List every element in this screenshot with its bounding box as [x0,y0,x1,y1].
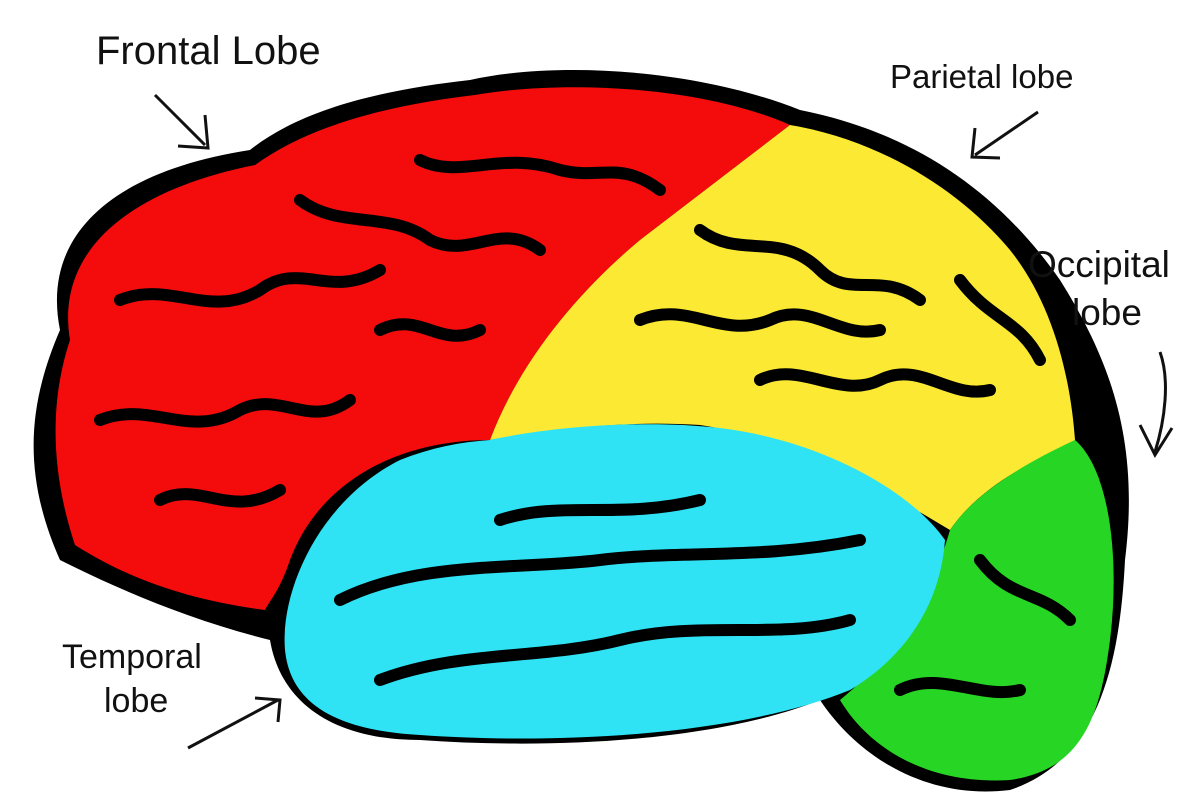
temporal-arrow-icon [187,696,282,750]
arrows [153,93,1174,750]
parietal-lobe [490,125,1075,530]
occipital-lobe-label-line2: lobe [1072,292,1142,333]
frontal-lobe [55,87,790,610]
temporal-lobe-label-line1: Temporal [62,638,202,676]
occipital-lobe-label-line1: Occipital [1028,244,1170,285]
frontal-lobe-label: Frontal Lobe [96,29,321,73]
gyri-lines [94,154,1076,699]
occipital-arrow-icon [1138,351,1174,459]
parietal-lobe-label: Parietal lobe [890,58,1074,95]
occipital-lobe [840,440,1114,781]
temporal-lobe-label-line2: lobe [104,682,169,720]
frontal-arrow-icon [153,93,210,150]
parietal-arrow-icon [970,110,1039,160]
